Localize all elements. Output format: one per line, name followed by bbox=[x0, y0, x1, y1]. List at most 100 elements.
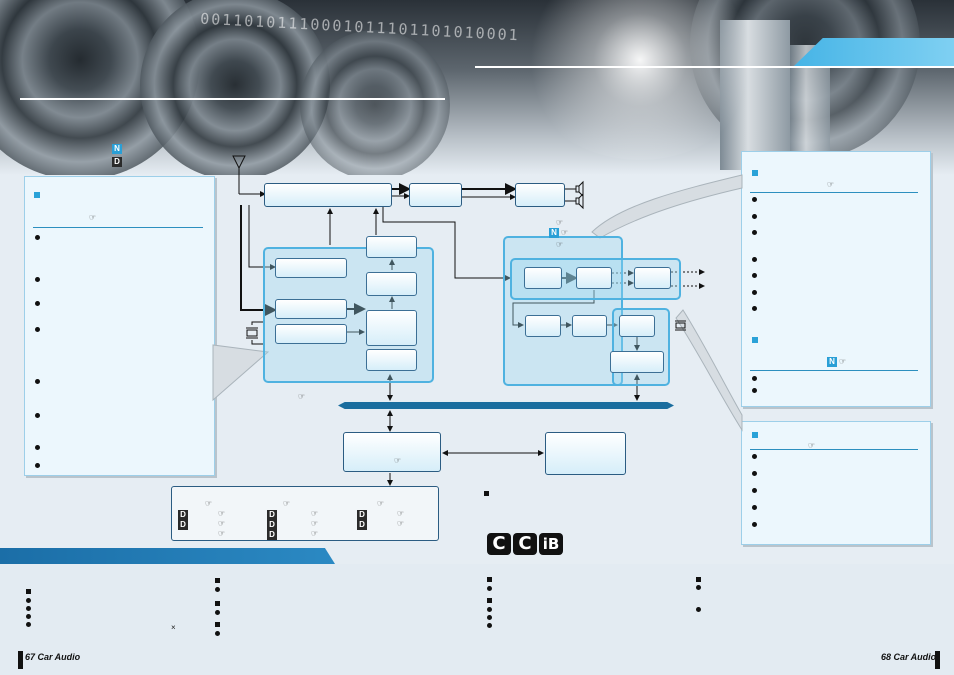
list-bullet bbox=[35, 301, 40, 306]
list-bullet bbox=[35, 277, 40, 282]
right-processing-region bbox=[503, 236, 623, 386]
hand-pointer-icon: ☞ bbox=[89, 213, 97, 222]
hand-pointer-icon: ☞ bbox=[808, 441, 816, 450]
badge-d: D bbox=[178, 520, 188, 530]
hand-pointer-icon: ☞ bbox=[556, 218, 564, 227]
list-bullet bbox=[752, 471, 757, 476]
section-marker bbox=[34, 192, 40, 198]
hand-pointer-icon: ☞ bbox=[218, 519, 226, 528]
block-left-1 bbox=[275, 258, 347, 278]
note-bullet bbox=[26, 614, 31, 619]
list-bullet bbox=[752, 290, 757, 295]
badge-n: N bbox=[549, 228, 559, 238]
badge-d: D bbox=[267, 510, 277, 520]
block-center-3 bbox=[366, 310, 417, 346]
multiply-sign: × bbox=[171, 623, 176, 632]
hand-pointer-icon: ☞ bbox=[218, 529, 226, 538]
header-line bbox=[20, 98, 445, 100]
section-rule bbox=[750, 449, 918, 450]
speaker-graphic bbox=[140, 0, 330, 175]
section-marker bbox=[752, 170, 758, 176]
hand-pointer-icon: ☞ bbox=[311, 509, 319, 518]
legend-table-box bbox=[171, 486, 439, 541]
note-marker bbox=[484, 491, 489, 496]
note-bullet bbox=[26, 622, 31, 627]
block-right-2 bbox=[576, 267, 612, 289]
hand-pointer-icon: ☞ bbox=[556, 240, 564, 249]
note-bullet bbox=[215, 631, 220, 636]
hand-pointer-icon: ☞ bbox=[394, 456, 402, 465]
list-bullet bbox=[35, 445, 40, 450]
note-marker bbox=[215, 601, 220, 606]
list-bullet bbox=[35, 235, 40, 240]
block-right-6 bbox=[619, 315, 655, 337]
hand-pointer-icon: ☞ bbox=[311, 519, 319, 528]
block-center-4 bbox=[366, 349, 417, 371]
page-marker-left bbox=[18, 651, 23, 669]
tuner-block bbox=[264, 183, 392, 207]
note-bullet bbox=[215, 587, 220, 592]
note-bullet bbox=[696, 585, 701, 590]
section-marker bbox=[752, 337, 758, 343]
list-bullet bbox=[35, 327, 40, 332]
section-rule bbox=[33, 227, 203, 228]
block-right-7 bbox=[610, 351, 664, 373]
block-left-3 bbox=[275, 324, 347, 344]
hand-pointer-icon: ☞ bbox=[839, 357, 847, 366]
badge-d: D bbox=[357, 520, 367, 530]
list-bullet bbox=[752, 388, 757, 393]
hand-pointer-icon: ☞ bbox=[377, 499, 385, 508]
section-rule bbox=[750, 192, 918, 193]
hand-pointer-icon: ☞ bbox=[397, 519, 405, 528]
list-bullet bbox=[752, 273, 757, 278]
badge-d: D bbox=[267, 530, 277, 540]
note-marker bbox=[487, 577, 492, 582]
hand-pointer-icon: ☞ bbox=[283, 499, 291, 508]
badge-d: D bbox=[178, 510, 188, 520]
hand-pointer-icon: ☞ bbox=[311, 529, 319, 538]
crystal-oscillator-icon bbox=[675, 320, 686, 331]
crystal-oscillator-icon bbox=[246, 327, 258, 339]
header-line bbox=[475, 66, 954, 68]
block-left-2 bbox=[275, 299, 347, 319]
block-center-2 bbox=[366, 272, 417, 296]
hand-pointer-icon: ☞ bbox=[298, 392, 306, 401]
page-number-right: 68 Car Audio bbox=[881, 652, 937, 662]
block-right-3 bbox=[634, 267, 671, 289]
legend-badge-d: D bbox=[112, 157, 122, 167]
note-bullet bbox=[487, 586, 492, 591]
hand-pointer-icon: ☞ bbox=[205, 499, 213, 508]
badge-d: D bbox=[267, 520, 277, 530]
speaker-icon bbox=[575, 180, 584, 198]
note-bullet bbox=[487, 623, 492, 628]
light-glow bbox=[520, 0, 760, 160]
note-bullet bbox=[696, 607, 701, 612]
list-bullet bbox=[752, 376, 757, 381]
data-bus bbox=[338, 402, 674, 409]
header-banner: 00110101110001011101101010001 bbox=[0, 0, 954, 175]
speaker-graphic bbox=[300, 30, 450, 175]
note-marker bbox=[215, 578, 220, 583]
note-bullet bbox=[487, 615, 492, 620]
list-bullet bbox=[752, 522, 757, 527]
note-marker bbox=[487, 598, 492, 603]
antenna-icon bbox=[232, 155, 246, 194]
bottom-notes-area bbox=[0, 564, 954, 675]
bottom-section-strip bbox=[0, 548, 335, 564]
list-bullet bbox=[752, 214, 757, 219]
power-amp-block bbox=[515, 183, 565, 207]
ib-logo-letter: iB bbox=[539, 533, 563, 555]
list-bullet bbox=[35, 379, 40, 384]
legend-badge-n: N bbox=[112, 144, 122, 154]
hand-pointer-icon: ☞ bbox=[827, 180, 835, 189]
list-bullet bbox=[35, 463, 40, 468]
header-tab bbox=[794, 38, 954, 66]
display-block bbox=[545, 432, 626, 475]
hand-pointer-icon: ☞ bbox=[397, 509, 405, 518]
list-bullet bbox=[752, 306, 757, 311]
block-right-1 bbox=[524, 267, 562, 289]
page-number-left: 67 Car Audio bbox=[25, 652, 81, 662]
note-bullet bbox=[26, 606, 31, 611]
hand-pointer-icon: ☞ bbox=[218, 509, 226, 518]
